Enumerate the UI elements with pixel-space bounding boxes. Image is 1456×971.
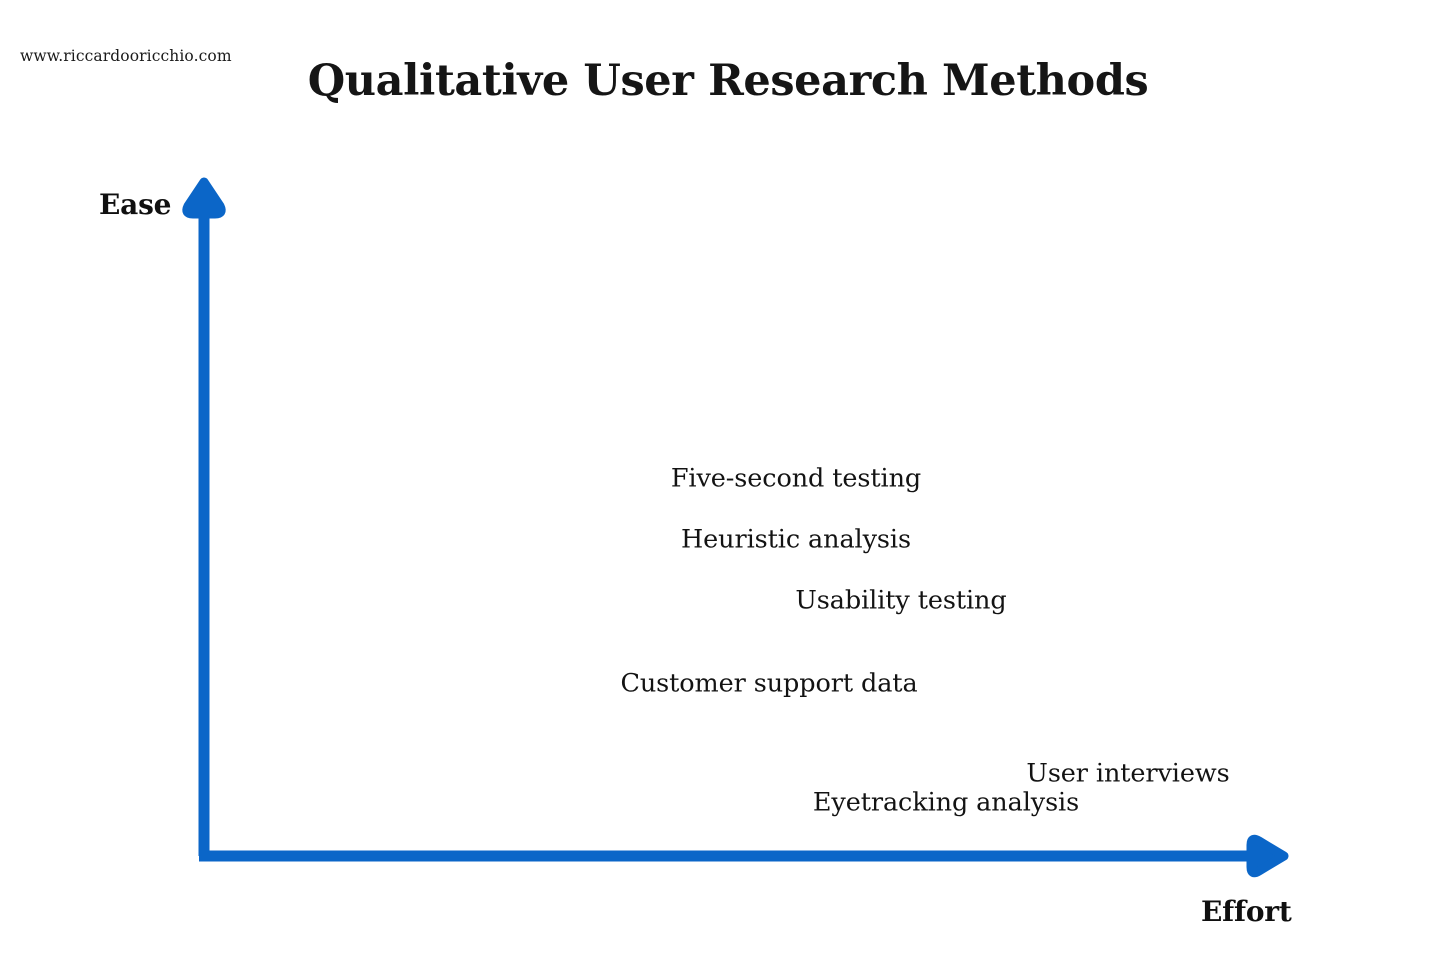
data-point-label: Customer support data bbox=[620, 668, 918, 699]
data-point-label: Usability testing bbox=[795, 585, 1007, 616]
watermark-text: www.riccardooricchio.com bbox=[20, 47, 232, 65]
data-point-label: Five-second testing bbox=[670, 463, 922, 494]
page-title: Qualitative User Research Methods bbox=[307, 56, 1149, 106]
data-point-label: Eyetracking analysis bbox=[812, 787, 1080, 818]
arrow-right-icon bbox=[1246, 834, 1289, 878]
arrow-up-icon bbox=[182, 177, 226, 219]
x-axis-label: Effort bbox=[1201, 895, 1292, 928]
data-point-label: User interviews bbox=[1026, 758, 1230, 789]
data-point-label: Heuristic analysis bbox=[681, 524, 911, 555]
y-axis-label: Ease bbox=[99, 188, 172, 221]
